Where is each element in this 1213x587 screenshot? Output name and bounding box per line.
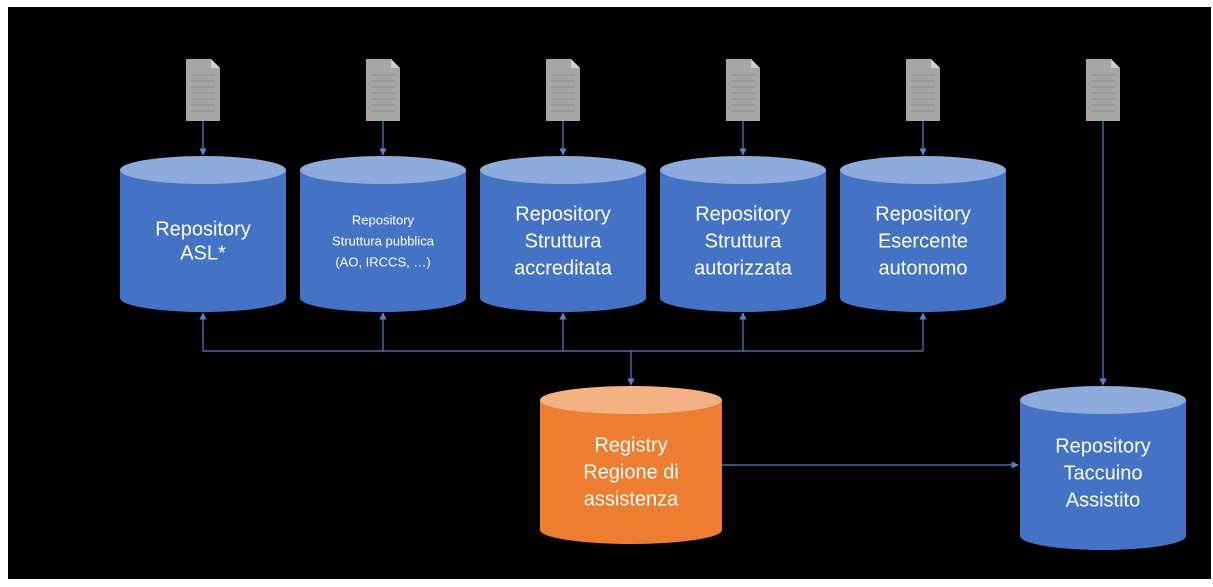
node-label-line: Repository <box>352 212 415 227</box>
node-label-line: assistenza <box>584 488 679 510</box>
node-label-line: autonomo <box>879 257 968 279</box>
node-label-line: Esercente <box>878 230 968 252</box>
node-label-line: (AO, IRCCS, …) <box>335 254 430 269</box>
node-label-line: autorizzata <box>694 257 793 279</box>
node-label-line: Regione di <box>583 461 679 483</box>
document-icon <box>366 59 400 121</box>
document-icon <box>186 59 220 121</box>
node-label-line: Struttura <box>705 230 783 252</box>
document-icon <box>546 59 580 121</box>
node-label-line: Assistito <box>1066 489 1140 511</box>
document-icon <box>726 59 760 121</box>
node-label-line: Repository <box>155 218 251 240</box>
node-label-line: accreditata <box>514 257 613 279</box>
node-label-line: Repository <box>875 203 971 225</box>
node-label-line: Taccuino <box>1064 462 1143 484</box>
node-label-line: Registry <box>594 434 667 456</box>
node-label-line: Repository <box>695 203 791 225</box>
node-label-line: Struttura <box>525 230 603 252</box>
node-label-line: ASL* <box>180 242 226 264</box>
node-label-line: Repository <box>1055 435 1151 457</box>
document-icon <box>906 59 940 121</box>
document-icon <box>1086 59 1120 121</box>
node-label-line: Struttura pubblica <box>332 233 435 248</box>
node-label-line: Repository <box>515 203 611 225</box>
